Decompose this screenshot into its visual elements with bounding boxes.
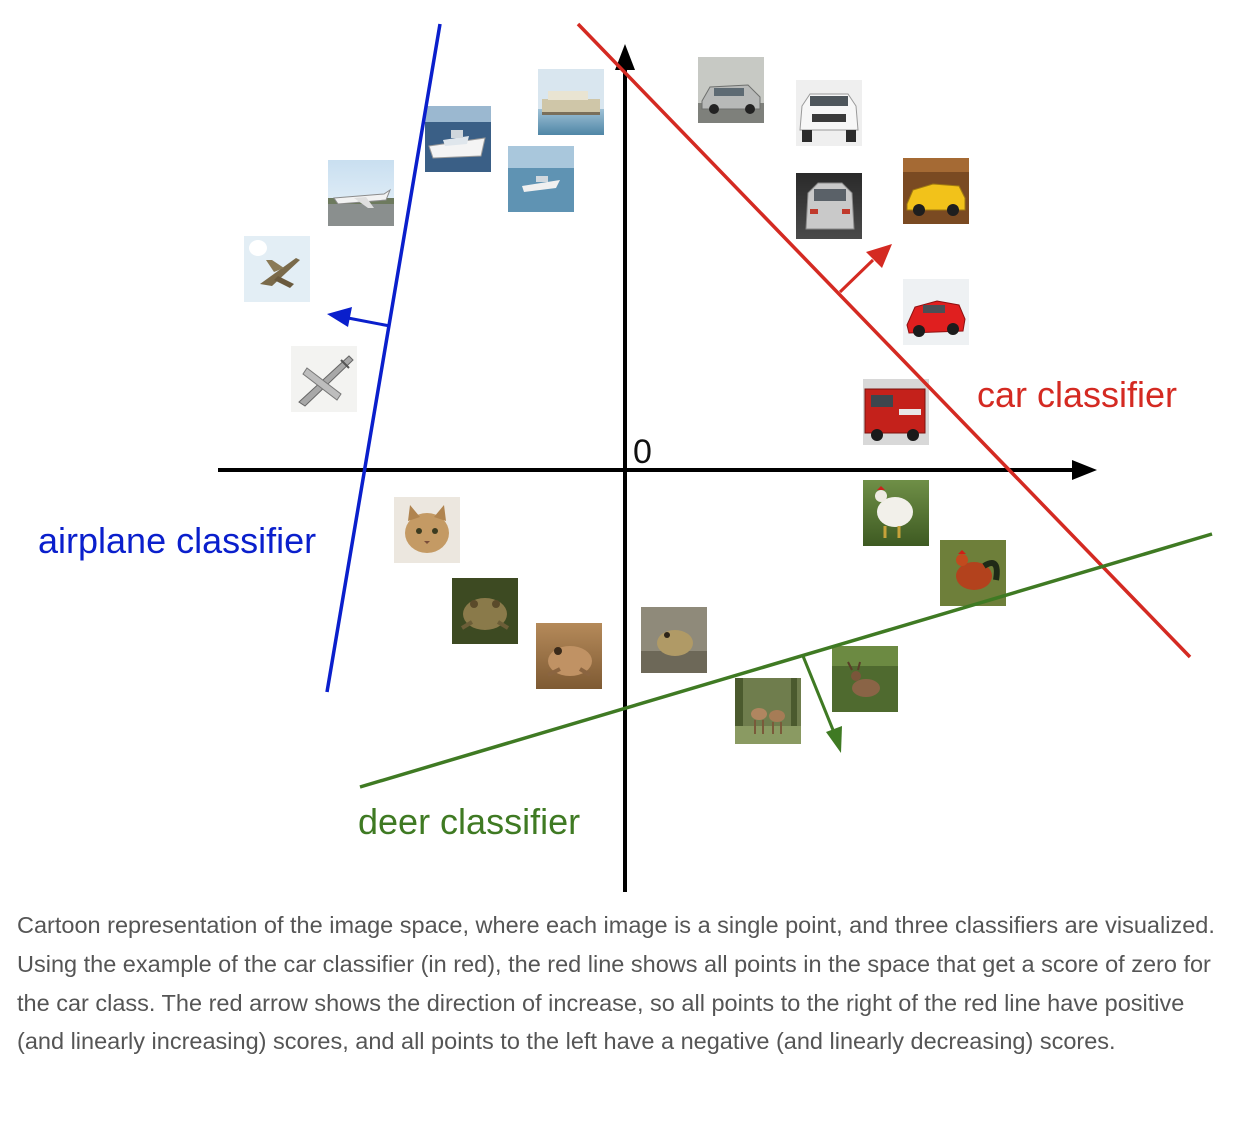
deer-thumbnail-deer-in-brush — [832, 646, 898, 712]
airplane-thumbnail-fighter-jet — [244, 236, 310, 302]
ship-thumbnail-motor-yacht — [425, 106, 491, 172]
frog-thumbnail-toad — [452, 578, 518, 644]
image-space-diagram: 0 airplane classifier car classifier dee… — [38, 22, 1213, 892]
airplane-arrowhead — [327, 307, 352, 327]
frog-thumbnail-frog-on-ground — [641, 607, 707, 673]
car-arrowhead — [866, 244, 892, 268]
figure-caption: Cartoon representation of the image spac… — [17, 912, 1215, 1055]
car-classifier-label: car classifier — [977, 374, 1177, 415]
car-thumbnail-white-car-front — [796, 80, 862, 146]
car-normal-arrow — [838, 258, 875, 294]
bird-thumbnail-white-rooster — [863, 480, 929, 546]
origin-label: 0 — [633, 433, 652, 471]
ship-thumbnail-ferry — [538, 69, 604, 135]
airplane-thumbnail-jet-on-runway — [328, 160, 394, 226]
car-decision-line — [576, 22, 1192, 659]
cat-thumbnail-tabby-face — [394, 497, 460, 563]
airplane-classifier-label: airplane classifier — [38, 520, 316, 561]
car-thumbnail-yellow-convertible — [903, 158, 969, 224]
deer-classifier — [359, 532, 1213, 789]
x-axis-arrowhead — [1072, 460, 1097, 480]
airplane-classifier — [325, 23, 442, 693]
ship-thumbnail-speedboat — [508, 146, 574, 212]
airplane-decision-line — [325, 23, 442, 693]
car-thumbnail-red-fire-truck — [863, 379, 929, 445]
y-axis-arrowhead — [615, 44, 635, 70]
deer-normal-arrow — [801, 655, 835, 731]
frog-thumbnail-brown-frog — [536, 623, 602, 689]
deer-thumbnail-deer-pair — [735, 678, 801, 744]
deer-decision-line — [359, 532, 1213, 789]
car-thumbnail-red-sports-car — [903, 279, 969, 345]
deer-arrowhead — [826, 726, 842, 753]
airplane-normal-arrow — [347, 316, 391, 328]
deer-classifier-label: deer classifier — [358, 801, 580, 842]
car-classifier — [576, 22, 1192, 659]
airplane-thumbnail-propeller-airliner — [291, 346, 357, 412]
car-thumbnail-silver-hatchback — [796, 173, 862, 239]
bird-thumbnail-red-rooster — [940, 540, 1006, 606]
car-thumbnail-silver-sedan — [698, 57, 764, 123]
